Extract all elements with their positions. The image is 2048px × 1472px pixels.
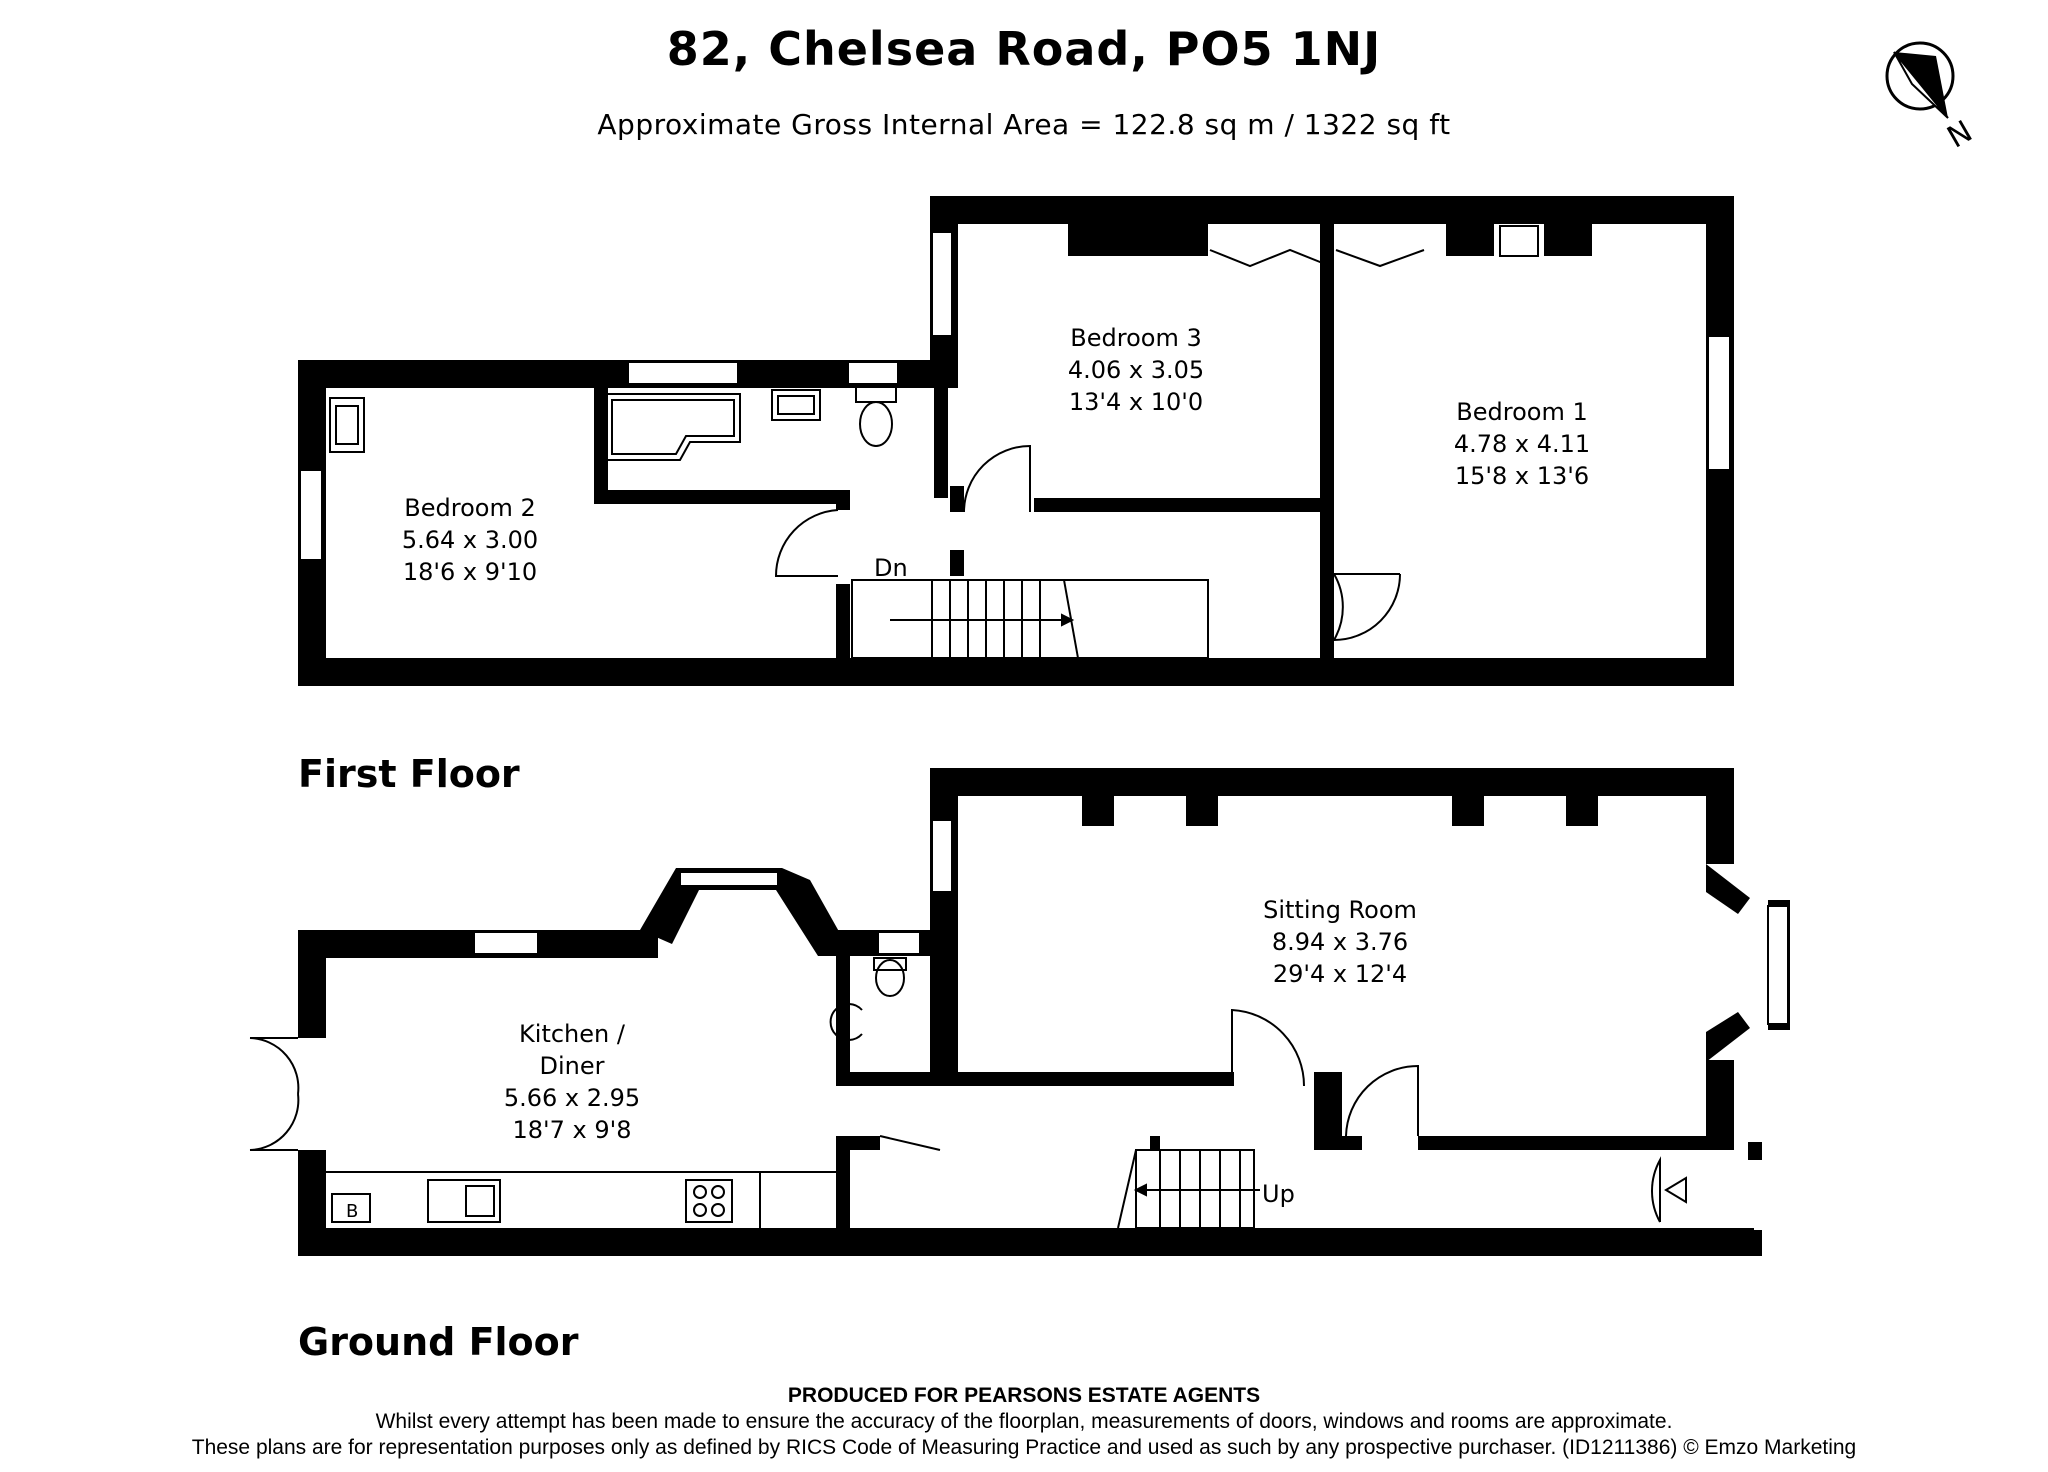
- first-floor-windows: [299, 225, 1731, 561]
- bedroom-2-imperial: 18'6 x 9'10: [403, 558, 537, 586]
- first-floor-doors: [774, 248, 1425, 641]
- kitchen-name-line1: Kitchen /: [519, 1020, 626, 1048]
- kitchen-name-line2: Diner: [540, 1052, 605, 1080]
- sitting-room-imperial: 29'4 x 12'4: [1273, 960, 1407, 988]
- stairs-down-label: Dn: [874, 554, 908, 582]
- ground-floor-doors: [249, 1008, 1687, 1223]
- first-floor-label: First Floor: [298, 752, 520, 796]
- sitting-room-metric: 8.94 x 3.76: [1272, 928, 1408, 956]
- footer-rics-notice: These plans are for representation purpo…: [191, 1436, 1857, 1459]
- kitchen-metric: 5.66 x 2.95: [504, 1084, 640, 1112]
- footer-producer: PRODUCED FOR PEARSONS ESTATE AGENTS: [787, 1384, 1261, 1407]
- first-floor-plan: [298, 196, 1734, 686]
- property-address: 82, Chelsea Road, PO5 1NJ: [666, 22, 1382, 76]
- bedroom-2-label: Bedroom 2 5.64 x 3.00 18'6 x 9'10: [402, 494, 538, 586]
- gross-internal-area: Approximate Gross Internal Area = 122.8 …: [597, 108, 1451, 141]
- bedroom-1-name: Bedroom 1: [1456, 398, 1587, 426]
- stairs-up-label: Up: [1262, 1180, 1295, 1208]
- ground-floor-fixtures: [326, 957, 1260, 1229]
- bedroom-3-imperial: 13'4 x 10'0: [1069, 388, 1203, 416]
- ground-floor-plan: [298, 768, 1762, 1256]
- sitting-room-name: Sitting Room: [1263, 896, 1417, 924]
- bedroom-1-imperial: 15'8 x 13'6: [1455, 462, 1589, 490]
- bedroom-3-metric: 4.06 x 3.05: [1068, 356, 1204, 384]
- compass-label: N: [1942, 114, 1979, 156]
- bedroom-2-metric: 5.64 x 3.00: [402, 526, 538, 554]
- compass-north-icon: N: [1885, 41, 1979, 156]
- kitchen-imperial: 18'7 x 9'8: [512, 1116, 631, 1144]
- sitting-room-label: Sitting Room 8.94 x 3.76 29'4 x 12'4: [1263, 896, 1417, 988]
- first-floor-fixtures: [329, 385, 1209, 659]
- boiler-label: B: [346, 1201, 358, 1222]
- bedroom-1-metric: 4.78 x 4.11: [1454, 430, 1590, 458]
- bedroom-2-name: Bedroom 2: [404, 494, 535, 522]
- bedroom-3-name: Bedroom 3: [1070, 324, 1201, 352]
- footer-disclaimer: Whilst every attempt has been made to en…: [375, 1410, 1673, 1433]
- bedroom-3-label: Bedroom 3 4.06 x 3.05 13'4 x 10'0: [1068, 324, 1204, 416]
- ground-floor-label: Ground Floor: [298, 1320, 579, 1364]
- bedroom-1-label: Bedroom 1 4.78 x 4.11 15'8 x 13'6: [1454, 398, 1590, 490]
- ground-floor-windows: [473, 819, 1789, 1025]
- kitchen-diner-label: Kitchen / Diner 5.66 x 2.95 18'7 x 9'8: [504, 1020, 640, 1144]
